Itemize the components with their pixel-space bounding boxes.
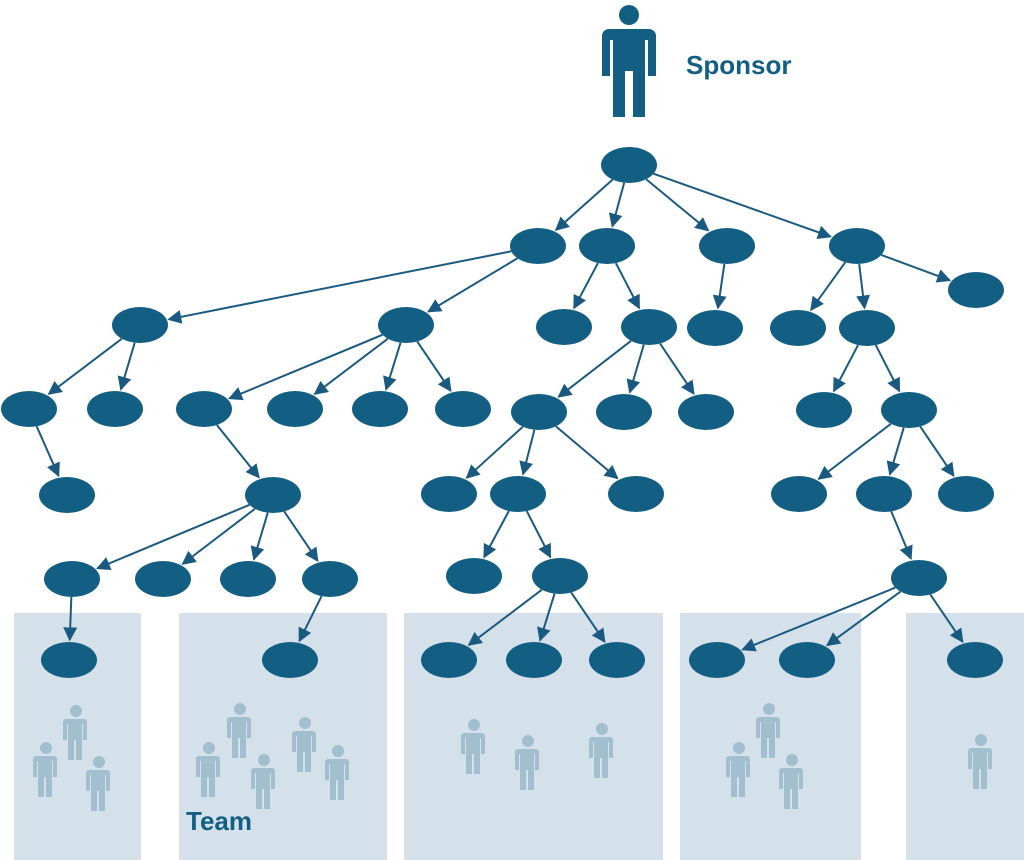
edge-arrow bbox=[416, 340, 452, 393]
node bbox=[87, 391, 143, 427]
node bbox=[44, 561, 100, 597]
edge-arrow bbox=[465, 425, 524, 479]
edge-arrow bbox=[313, 337, 389, 395]
edge-arrow bbox=[117, 342, 136, 391]
edge-arrow bbox=[645, 178, 710, 232]
node bbox=[678, 394, 734, 430]
edge-arrow bbox=[817, 422, 892, 480]
node bbox=[41, 642, 97, 678]
edge-arrow bbox=[626, 344, 645, 394]
edge-arrow bbox=[35, 425, 60, 478]
edge-arrow bbox=[557, 340, 632, 398]
node bbox=[621, 309, 677, 345]
node bbox=[135, 561, 191, 597]
edge-arrow bbox=[283, 510, 319, 563]
node bbox=[421, 642, 477, 678]
node bbox=[881, 392, 937, 428]
edge-arrow bbox=[832, 344, 859, 393]
edge-arrow bbox=[570, 591, 606, 644]
node bbox=[112, 307, 168, 343]
node bbox=[948, 272, 1004, 308]
edge-arrow bbox=[555, 425, 619, 480]
edge-arrow bbox=[427, 257, 519, 313]
node bbox=[490, 476, 546, 512]
edge-arrow bbox=[467, 588, 543, 646]
node bbox=[699, 228, 755, 264]
node bbox=[536, 309, 592, 345]
edge-arrow bbox=[383, 342, 402, 391]
edge-arrow bbox=[573, 262, 599, 310]
node bbox=[601, 147, 657, 183]
node bbox=[532, 558, 588, 594]
node bbox=[938, 476, 994, 512]
node bbox=[608, 476, 664, 512]
node bbox=[687, 310, 743, 346]
edge-arrow bbox=[659, 342, 695, 395]
edge-arrow bbox=[96, 503, 250, 571]
node bbox=[770, 310, 826, 346]
node bbox=[510, 228, 566, 264]
edge-arrow bbox=[712, 263, 727, 310]
edge-arrow bbox=[181, 507, 256, 565]
node bbox=[421, 476, 477, 512]
node bbox=[779, 642, 835, 678]
edge-arrow bbox=[825, 590, 902, 647]
node bbox=[689, 642, 745, 678]
node bbox=[245, 477, 301, 513]
edge-arrow bbox=[880, 254, 952, 283]
edges bbox=[35, 172, 964, 652]
sponsor-icon bbox=[602, 5, 656, 117]
edge-arrow bbox=[63, 596, 78, 642]
edge-arrow bbox=[653, 172, 832, 240]
edge-arrow bbox=[810, 261, 847, 312]
sponsor-label: Sponsor bbox=[686, 50, 791, 80]
node bbox=[579, 228, 635, 264]
node bbox=[446, 558, 502, 594]
node bbox=[796, 392, 852, 428]
edge-arrow bbox=[519, 429, 536, 476]
team-label: Team bbox=[186, 806, 252, 836]
edge-arrow bbox=[47, 337, 123, 395]
node bbox=[435, 391, 491, 427]
edge-arrow bbox=[929, 593, 964, 644]
node bbox=[829, 228, 885, 264]
node bbox=[891, 560, 947, 596]
node bbox=[596, 394, 652, 430]
edge-arrow bbox=[216, 424, 260, 479]
edge-arrow bbox=[614, 262, 641, 310]
node bbox=[302, 561, 358, 597]
edge-arrow bbox=[250, 512, 269, 561]
node bbox=[352, 391, 408, 427]
edge-arrow bbox=[856, 263, 870, 310]
node bbox=[220, 561, 276, 597]
node bbox=[947, 642, 1003, 678]
nodes bbox=[1, 147, 1004, 678]
edge-arrow bbox=[890, 511, 913, 561]
node bbox=[506, 642, 562, 678]
edge-arrow bbox=[874, 344, 901, 393]
node bbox=[589, 642, 645, 678]
node bbox=[39, 477, 95, 513]
node bbox=[378, 307, 434, 343]
node bbox=[771, 476, 827, 512]
node bbox=[511, 394, 567, 430]
edge-arrow bbox=[608, 182, 626, 228]
edge-arrow bbox=[554, 178, 614, 232]
edge-arrow bbox=[167, 250, 512, 324]
node bbox=[1, 391, 57, 427]
node bbox=[856, 476, 912, 512]
edge-arrow bbox=[228, 333, 383, 401]
edge-arrow bbox=[525, 510, 552, 559]
edge-arrow bbox=[886, 427, 905, 476]
node bbox=[267, 391, 323, 427]
node bbox=[262, 642, 318, 678]
node bbox=[839, 310, 895, 346]
edge-arrow bbox=[741, 586, 896, 652]
node bbox=[176, 391, 232, 427]
edge-arrow bbox=[537, 593, 556, 642]
edge-arrow bbox=[483, 510, 510, 559]
edge-arrow bbox=[919, 425, 955, 478]
edge-arrow bbox=[298, 595, 323, 643]
